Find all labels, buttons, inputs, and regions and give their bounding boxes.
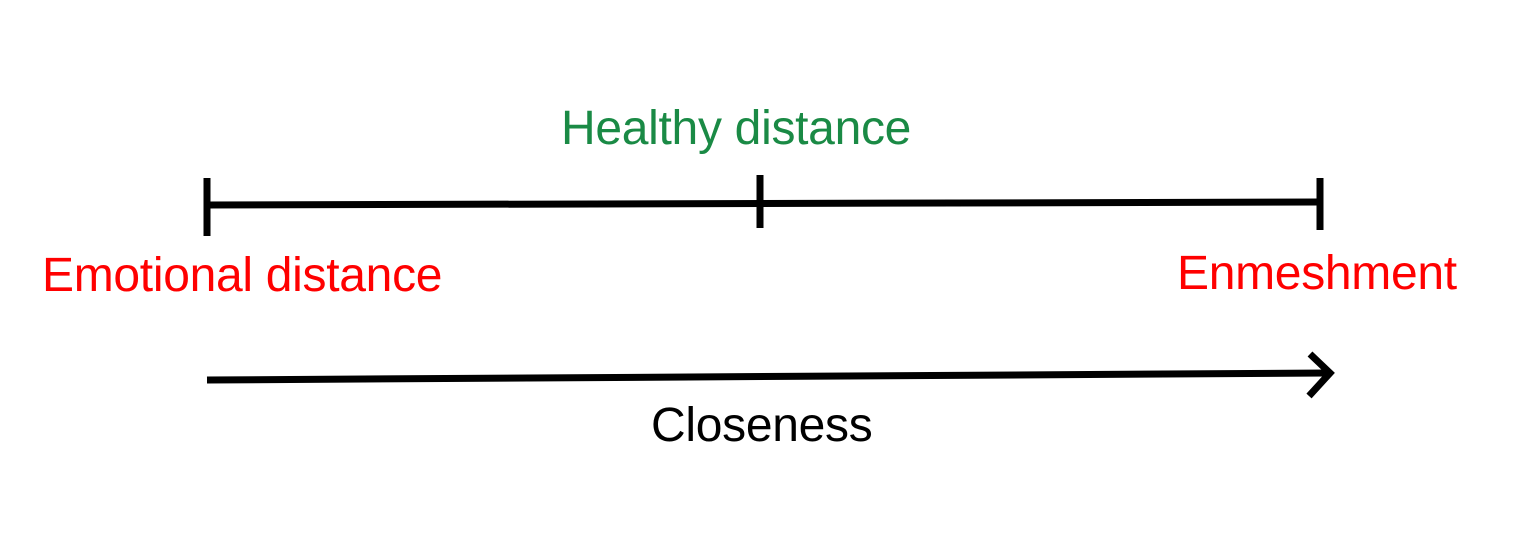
- enmeshment-label: Enmeshment: [1177, 247, 1457, 300]
- arrow-right-icon: [1306, 351, 1335, 399]
- closeness-arrow-shaft: [206, 369, 1329, 384]
- scale-line: [206, 198, 1322, 209]
- closeness-axis-label: Closeness: [651, 399, 873, 452]
- healthy-distance-label: Healthy distance: [561, 102, 912, 155]
- emotional-distance-label: Emotional distance: [42, 249, 443, 302]
